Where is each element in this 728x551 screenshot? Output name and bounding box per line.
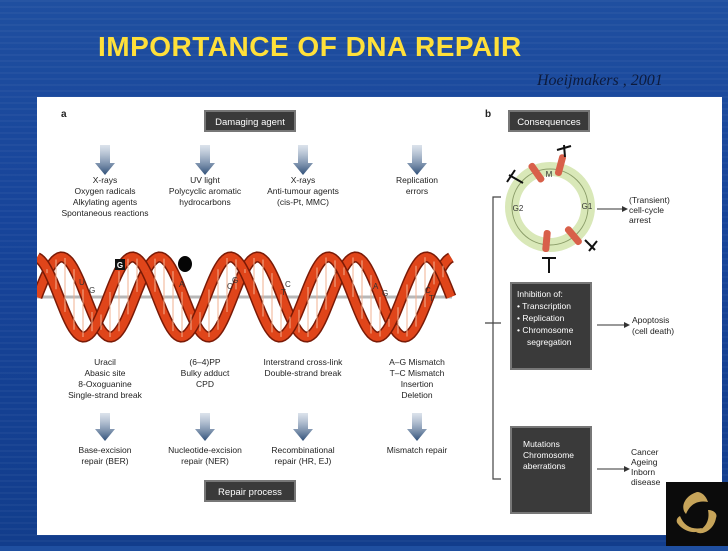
helix-strand-2: [35, 252, 455, 342]
helix-base-label: T: [429, 294, 434, 303]
helix-base-label: A: [179, 280, 185, 289]
agent-arrow-1: [95, 145, 115, 175]
inhibition-text: Inhibition of:• Transcription• Replicati…: [517, 289, 574, 347]
phase-g2: G2: [513, 204, 524, 213]
company-logo: [666, 482, 728, 546]
cell-cycle-diagram: M G1 S G2: [505, 144, 598, 273]
checkpoint-symbol-2: [556, 144, 572, 158]
agent-arrows: [95, 145, 427, 175]
inhibition-box: Inhibition of:• Transcription• Replicati…: [510, 282, 592, 370]
repair-arrow-3: [293, 413, 313, 441]
repair-arrow-2: [195, 413, 215, 441]
checkpoint-symbol-1: [506, 169, 524, 184]
lesion-box-g: [115, 259, 125, 270]
phase-m: M: [546, 170, 553, 179]
agent-arrow-4: [407, 145, 427, 175]
lesion-markers: G: [115, 256, 192, 272]
agent-arrow-3: [293, 145, 313, 175]
consequences-label: Consequences: [517, 117, 581, 128]
bulky-adduct-marker: [178, 256, 192, 272]
checkpoint-bar-g1: [554, 154, 567, 176]
helix-base-label: C: [285, 280, 291, 289]
helix-base-label: U: [79, 278, 85, 287]
repair-process-box: Repair process: [204, 480, 296, 502]
damaging-agent-label: Damaging agent: [215, 117, 285, 128]
helix-base-label: C: [425, 286, 431, 295]
helix-base-label: C: [227, 282, 233, 291]
consequence-bracket: [485, 196, 501, 480]
outcome-apoptosis: Apoptosis(cell death): [632, 315, 674, 336]
checkpoint-symbol-3: [584, 239, 598, 252]
panel-b-label: b: [485, 109, 491, 120]
helix-base-label: G: [382, 289, 388, 298]
phase-g1: G1: [582, 202, 593, 211]
helix-base-label: T: [281, 288, 286, 297]
consequences-box: Consequences: [508, 110, 590, 132]
agent-arrow-2: [195, 145, 215, 175]
helix-base-label: G: [232, 276, 238, 285]
helix-base-label: G: [89, 286, 95, 295]
checkpoint-symbol-4: [542, 257, 556, 273]
repair-process-label: Repair process: [218, 487, 282, 498]
repair-label-4: Mismatch repair: [387, 445, 448, 455]
checkpoint-bar-m: [528, 162, 545, 183]
checkpoint-bar-s: [564, 226, 582, 246]
dna-helix: [31, 251, 457, 343]
repair-arrow-1: [95, 413, 115, 441]
lesion-box-letter: G: [117, 261, 123, 270]
repair-arrows: [95, 413, 427, 441]
repair-arrow-4: [407, 413, 427, 441]
damaging-agent-box: Damaging agent: [204, 110, 296, 132]
slide-title: IMPORTANCE OF DNA REPAIR: [98, 31, 522, 62]
checkpoint-bar-g2: [542, 230, 551, 253]
panel-a-label: a: [61, 109, 67, 120]
helix-base-label: A: [373, 282, 379, 291]
slide-credit: Hoeijmakers , 2001: [537, 72, 663, 89]
